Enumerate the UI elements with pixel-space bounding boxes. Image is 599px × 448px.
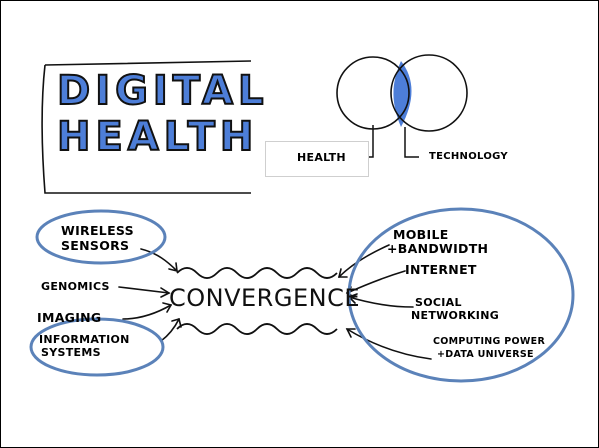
venn-overlap [393,61,412,127]
arrow-info [160,318,180,342]
input-computing-line2: +DATA UNIVERSE [437,349,534,360]
title-frame [41,60,252,194]
ellipse-information-systems [29,317,165,377]
wave-bottom [176,323,338,335]
arrow-imaging-head [162,302,173,313]
input-info-line1: INFORMATION [39,333,130,346]
arrow-genomics-head [160,287,171,298]
input-genomics: GENOMICS [41,280,110,293]
arrow-computing-head [345,328,356,338]
arrow-genomics [118,286,170,294]
venn-left-label: HEALTH [297,151,346,164]
title-line-2: HEALTH [56,114,259,160]
input-social-line2: NETWORKING [411,309,500,322]
input-mobile-line2: +BANDWIDTH [387,241,489,256]
input-wireless-line2: SENSORS [61,238,130,253]
input-mobile-line1: MOBILE [393,227,449,242]
input-imaging: IMAGING [37,310,102,325]
ellipse-right-group [347,207,575,383]
input-internet: INTERNET [405,262,477,277]
title-line-1: DIGITAL [56,68,269,114]
arrow-info-head [171,318,182,328]
arrow-sensors-head [168,262,178,273]
arrow-computing [346,328,432,360]
arrow-sensors [140,248,178,272]
ellipse-wireless-sensors [35,209,167,265]
arrow-social [348,296,414,308]
input-social-line1: SOCIAL [415,296,462,309]
center-label: CONVERGENCE [169,284,360,312]
arrow-imaging [122,304,172,320]
input-computing-line1: COMPUTING POWER [433,336,546,347]
blank-box [265,141,369,177]
venn-right-label: TECHNOLOGY [429,151,508,162]
input-info-line2: SYSTEMS [41,346,101,359]
venn-right-leader [404,127,419,158]
arrow-internet [346,270,406,294]
wave-top [176,267,338,279]
arrow-mobile [338,244,390,278]
input-wireless-line1: WIRELESS [61,223,134,238]
venn-right-circle [390,54,468,132]
arrow-mobile-head [337,268,348,278]
